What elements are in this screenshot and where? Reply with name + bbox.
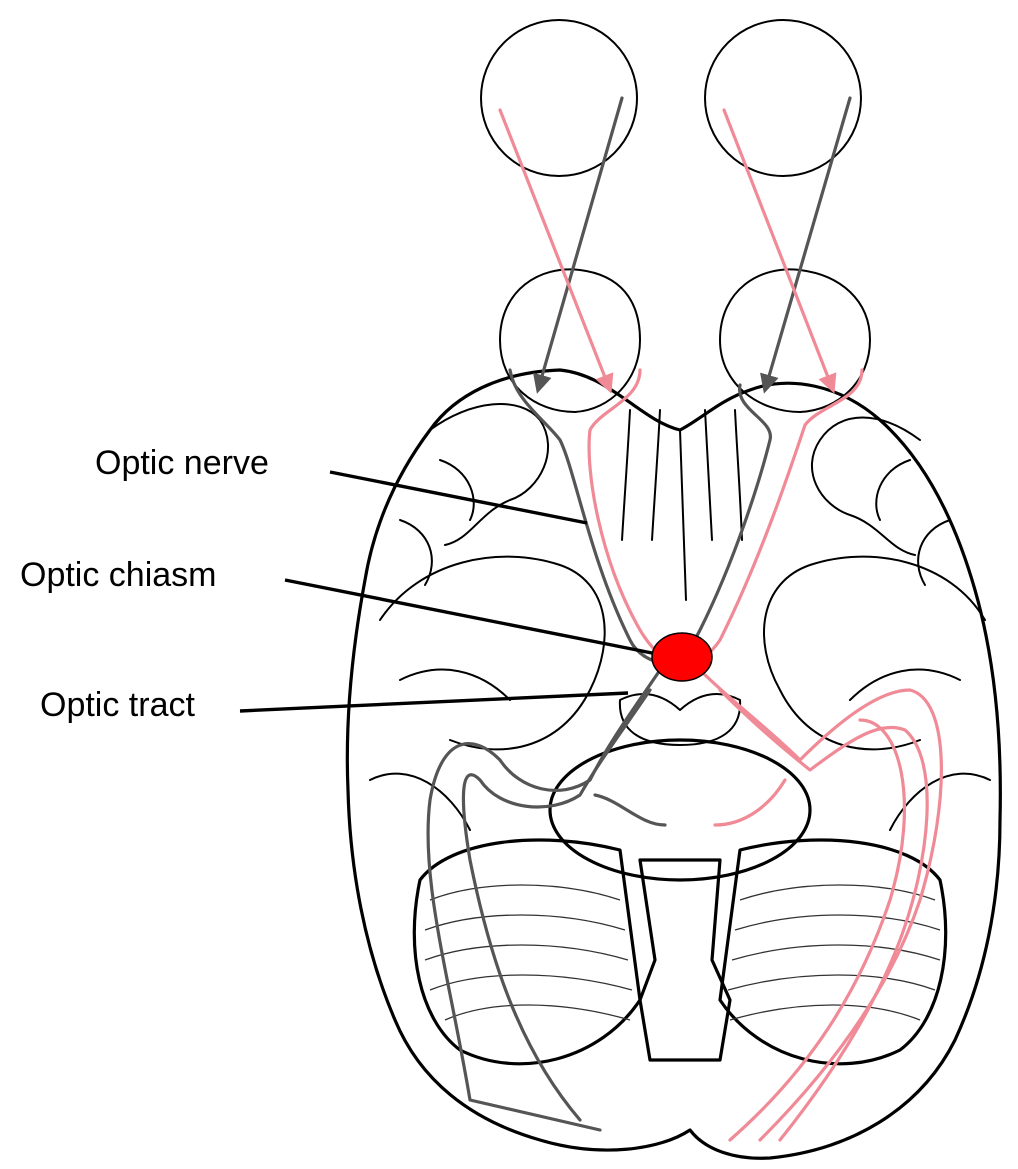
brain-outline — [347, 269, 1000, 1158]
label-optic-nerve: Optic nerve — [95, 444, 269, 482]
leader-optic-tract — [240, 693, 628, 711]
left-eye-circle — [481, 20, 637, 176]
medulla — [640, 860, 730, 1060]
optic-chiasm-highlight — [652, 633, 712, 681]
gray-pathway — [428, 98, 850, 1130]
brainstem — [550, 694, 810, 1060]
labels: Optic nerve Optic chiasm Optic tract — [20, 444, 652, 724]
eyes — [481, 20, 861, 176]
label-optic-chiasm: Optic chiasm — [20, 556, 217, 594]
label-optic-tract: Optic tract — [40, 686, 195, 724]
leader-optic-nerve — [330, 472, 587, 523]
leader-optic-chiasm — [285, 580, 652, 653]
right-eye-circle — [705, 20, 861, 176]
